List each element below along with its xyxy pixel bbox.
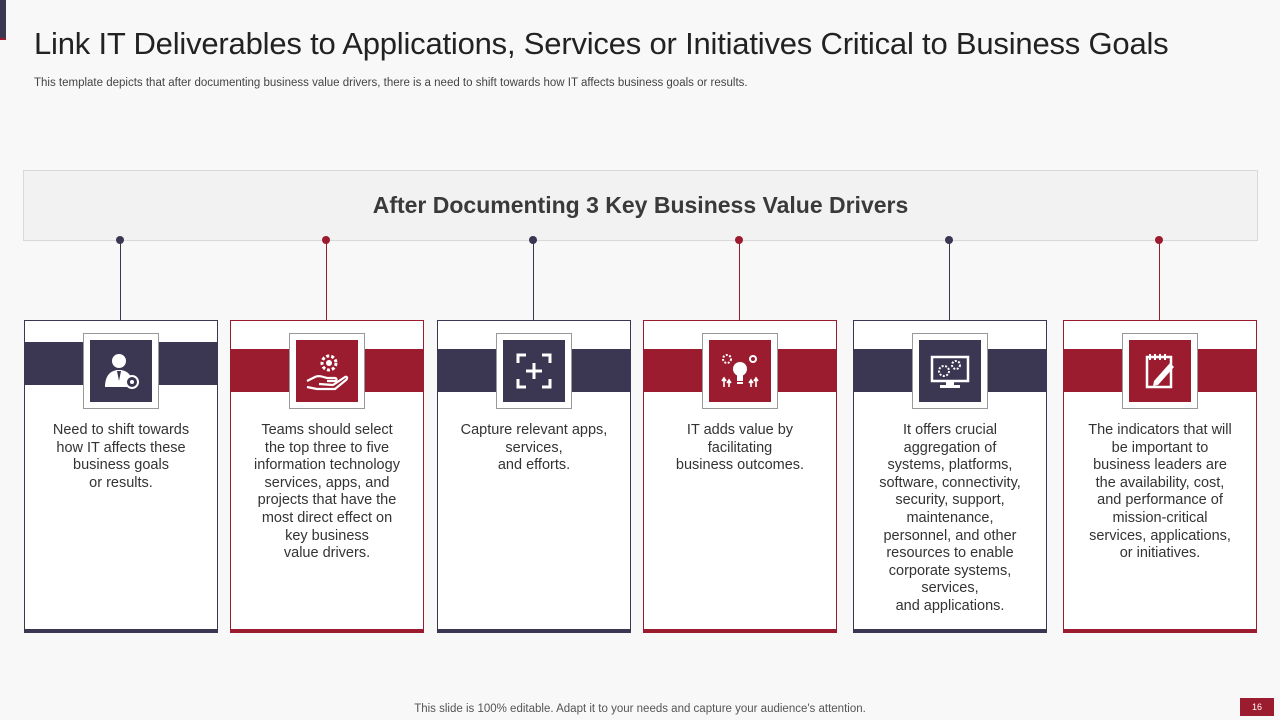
connector-line-3 [533, 240, 534, 320]
icon-frame [83, 333, 159, 409]
card-text: The indicators that will be important to… [1088, 422, 1232, 562]
driver-card-6: The indicators that will be important to… [1063, 320, 1257, 633]
driver-card-1: Need to shift towards how IT affects the… [24, 320, 218, 633]
slide-title: Link IT Deliverables to Applications, Se… [34, 26, 1169, 61]
card-text: It offers crucial aggregation of systems… [879, 422, 1021, 614]
connector-line-1 [120, 240, 121, 320]
businessman-gear-icon [90, 340, 152, 402]
card-text: Need to shift towards how IT affects the… [52, 422, 190, 491]
focus-plus-icon [503, 340, 565, 402]
driver-card-4: IT adds value by facilitating business o… [643, 320, 837, 633]
banner: After Documenting 3 Key Business Value D… [23, 170, 1258, 241]
connector-line-2 [326, 240, 327, 320]
icon-frame [912, 333, 988, 409]
driver-card-3: Capture relevant apps, services, and eff… [437, 320, 631, 633]
connector-line-6 [1159, 240, 1160, 320]
driver-card-2: Teams should select the top three to fiv… [230, 320, 424, 633]
page-number: 16 [1240, 698, 1274, 716]
card-text: Teams should select the top three to fiv… [254, 422, 400, 562]
slide-subtitle: This template depicts that after documen… [34, 77, 748, 89]
banner-text: After Documenting 3 Key Business Value D… [372, 192, 909, 218]
icon-frame [702, 333, 778, 409]
icon-frame [496, 333, 572, 409]
icon-frame [289, 333, 365, 409]
lightbulb-gears-icon [709, 340, 771, 402]
connector-line-4 [739, 240, 740, 320]
monitor-gears-icon [919, 340, 981, 402]
card-text: Capture relevant apps, services, and eff… [460, 422, 608, 474]
card-text: IT adds value by facilitating business o… [675, 422, 805, 474]
icon-frame [1122, 333, 1198, 409]
footer-note: This slide is 100% editable. Adapt it to… [414, 703, 866, 715]
connector-line-5 [949, 240, 950, 320]
corner-accent [0, 0, 6, 40]
driver-card-5: It offers crucial aggregation of systems… [853, 320, 1047, 633]
hand-gear-icon [296, 340, 358, 402]
notepad-pencil-icon [1129, 340, 1191, 402]
